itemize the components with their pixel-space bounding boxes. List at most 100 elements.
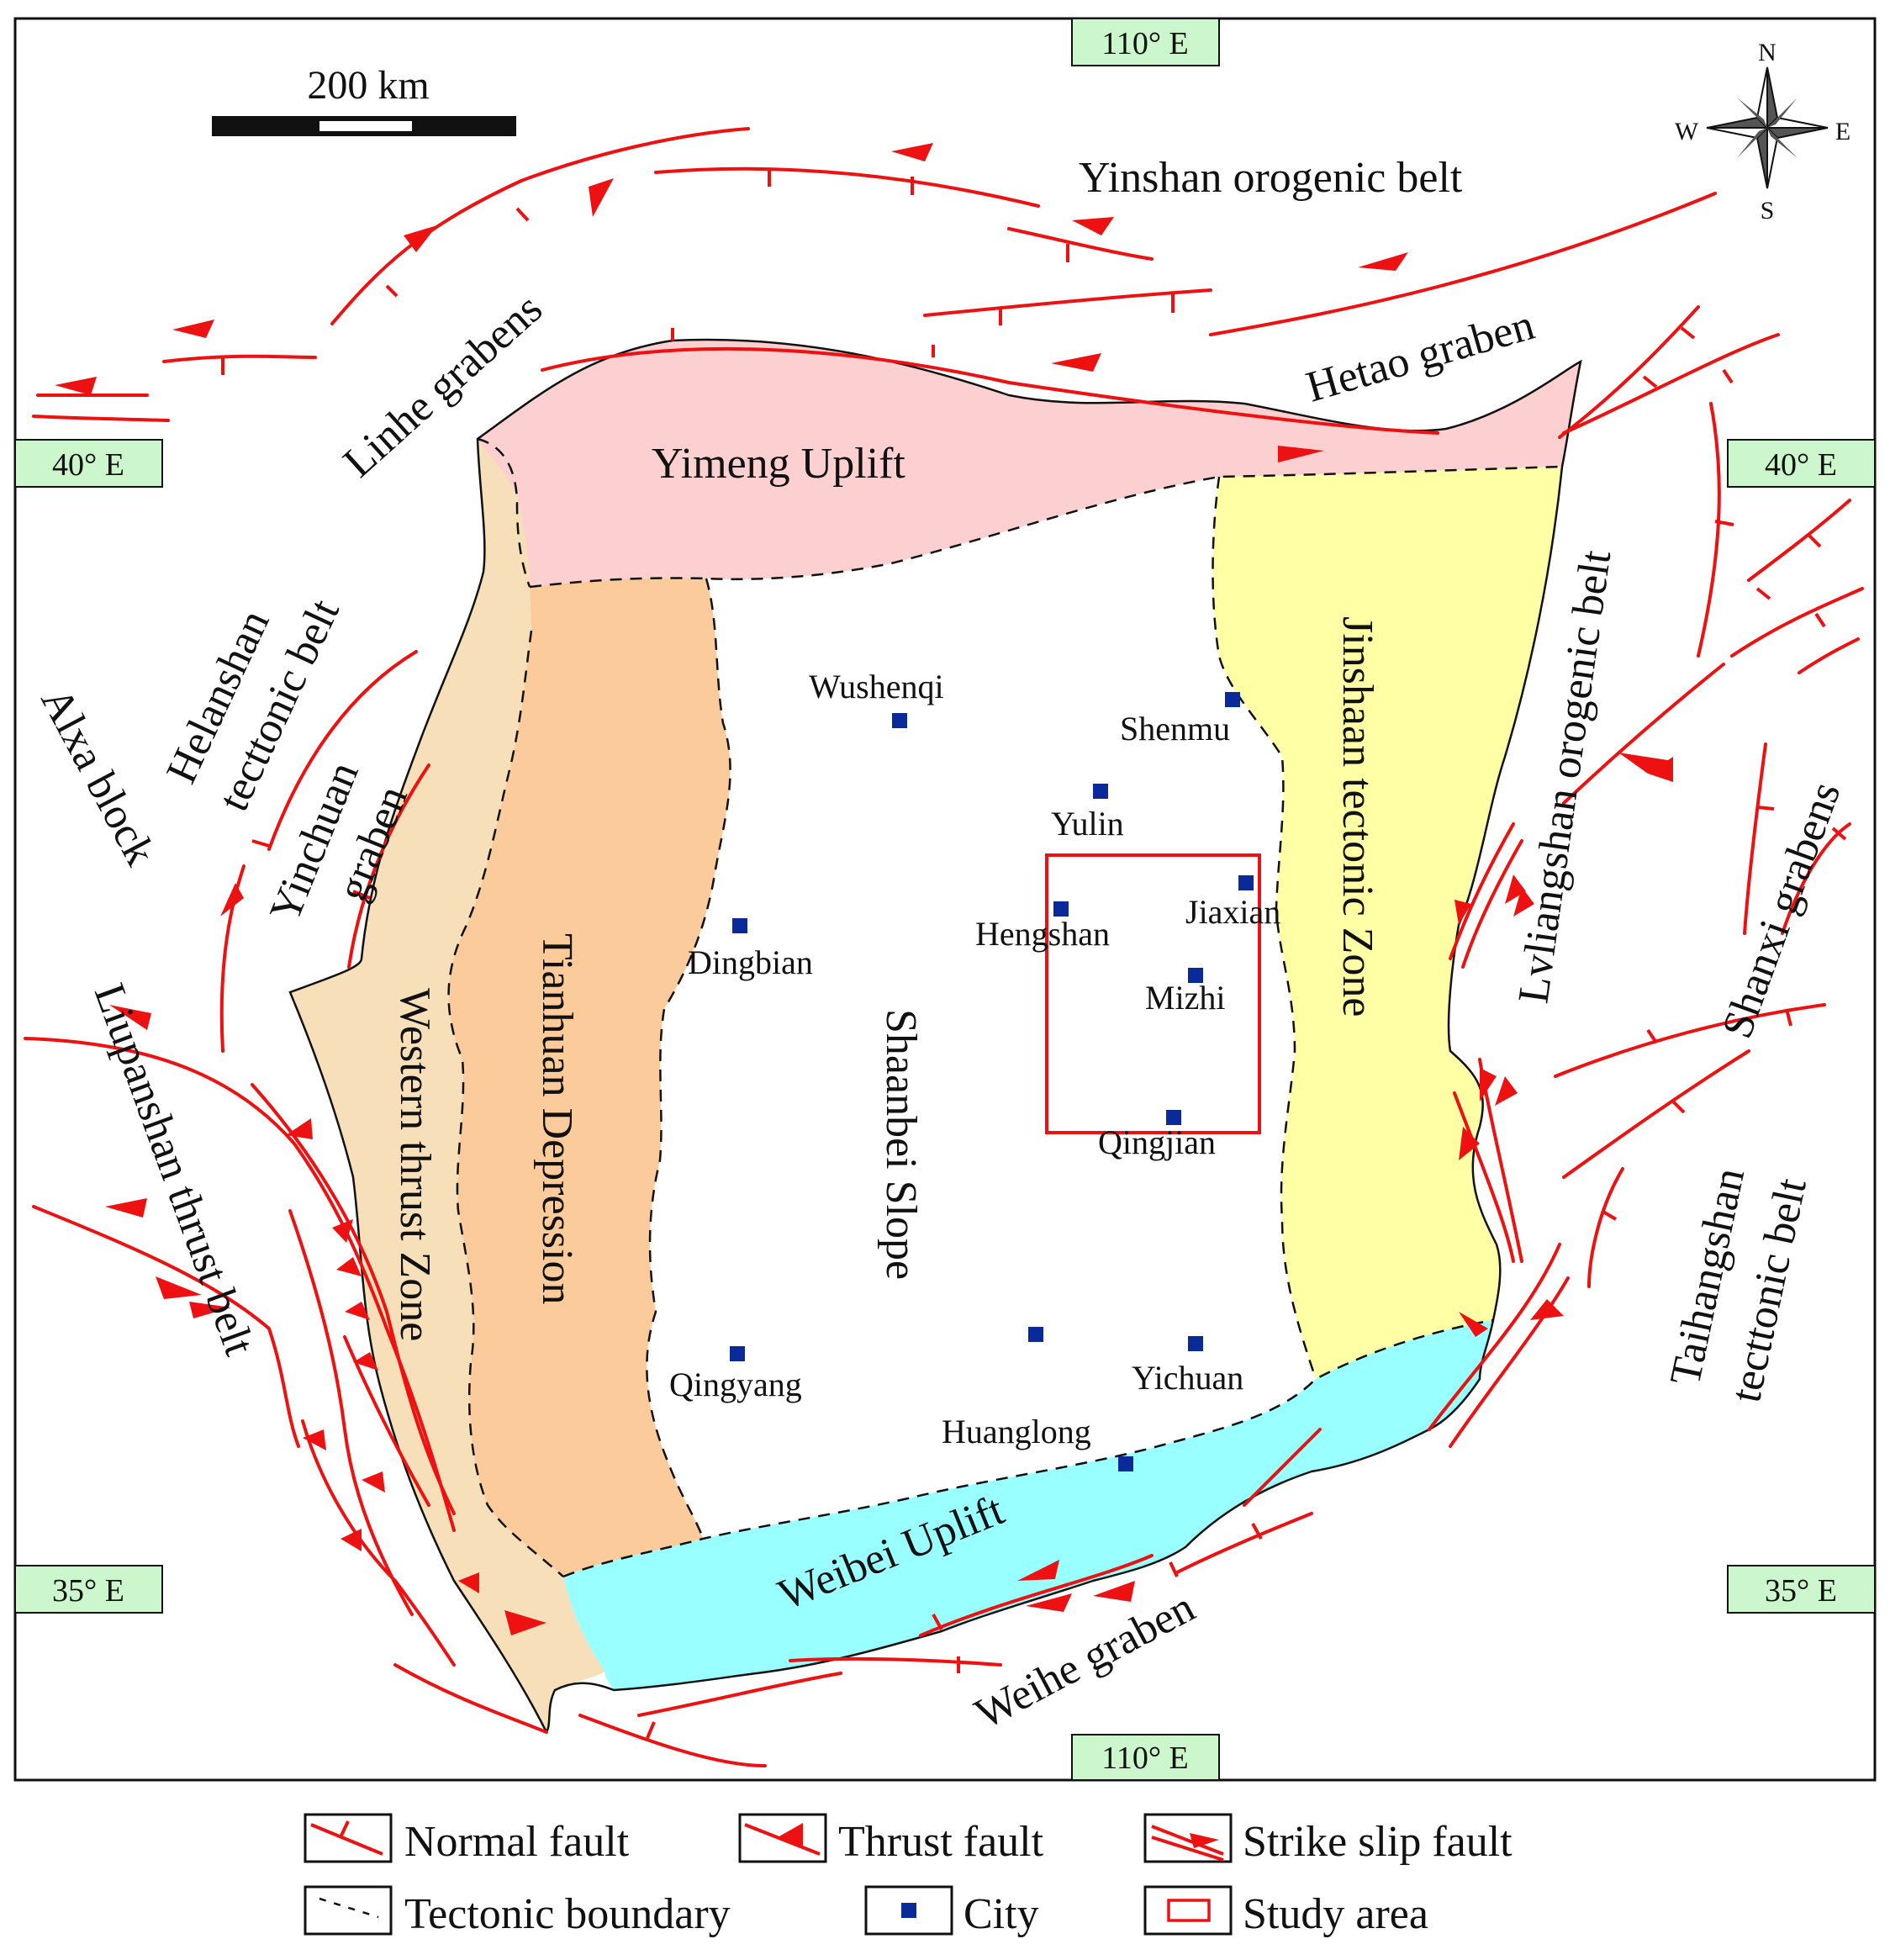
fault-weihe-5 [1175,1512,1313,1574]
city-marker-qingjian [1166,1110,1181,1125]
western-thrust-zone-region [290,439,605,1732]
fault-liupan-6 [393,1663,548,1734]
label-jinshaan: Jinshaan tectonic Zone [1333,616,1381,1017]
fault-linhe-1 [330,127,750,325]
thrust-arrows [55,143,1673,1635]
fault-yinshan-2 [1007,227,1154,261]
city-label-hengshan: Hengshan [975,915,1110,953]
yimeng-uplift-region [478,340,1581,587]
fault-linhe-2 [162,354,317,363]
label-tianhuan: Tianhuan Depression [533,933,581,1305]
city-label-huanglong: Huanglong [942,1413,1091,1450]
legend-study: Study area [1243,1890,1428,1938]
fault-taihang-2 [1587,1167,1624,1288]
city-label-mizhi: Mizhi [1145,979,1226,1017]
city-label-shenmu: Shenmu [1120,710,1230,748]
fault-liupan-7 [343,1335,430,1507]
fault-linhe-4 [32,415,170,422]
fault-strike-6 [1449,1276,1570,1448]
fault-weihe-2 [637,1672,842,1717]
city-label-wushenqi: Wushenqi [809,668,944,705]
fault-helan-1 [267,650,418,851]
city-marker-huanglong [1118,1456,1133,1471]
fault-shanxi-1 [1743,742,1767,935]
label-shaanbei: Shaanbei Slope [877,1009,925,1280]
normal-fault-ticks [221,168,1847,1739]
compass-rose: N S E W [1675,39,1850,225]
fault-lvliang-4 [1798,637,1860,674]
compass-n: N [1758,39,1776,66]
city-label-qingjian: Qingjian [1098,1123,1216,1161]
fault-yinshan-1 [654,166,1040,208]
city-label-yichuan: Yichuan [1132,1359,1243,1397]
jinshaan-zone-region [1212,467,1562,1379]
fault-weihe-4 [919,1554,1154,1637]
city-marker-yichuan [1188,1336,1203,1351]
fault-lvliang-2 [1747,499,1851,582]
city-marker-qingyang [730,1346,745,1361]
scale-bar: 200 km [212,63,516,136]
tectonic-boundary-jinshaan-west [1212,476,1317,1380]
coord-bottom: 110° E [1101,1741,1189,1776]
legend-tectonic: Tectonic boundary [404,1890,731,1938]
city-marker-huanglong-nw [1028,1327,1043,1342]
basin-outer-boundary [288,338,1582,1735]
fault-hetao-east-2 [1562,333,1780,435]
legend-strike: Strike slip fault [1243,1818,1513,1866]
tianhuan-depression-region [448,578,731,1577]
fault-lvliang-1 [1697,402,1721,658]
fault-hetao-top [541,346,1439,435]
fault-helan-2 [219,864,245,1053]
legend-normal: Normal fault [404,1818,630,1866]
fault-weihe-1 [578,1714,767,1767]
city-marker-mizhi [1188,968,1203,983]
city-label-jiaxian: Jiaxian [1185,893,1280,931]
label-western: Western thrust Zone [391,988,439,1341]
legend-city: City [963,1890,1039,1938]
city-marker-wushenqi [892,713,907,728]
legend-thrust: Thrust fault [838,1818,1044,1866]
scale-bar-label: 200 km [307,63,429,108]
coord-top: 110° E [1101,26,1189,61]
compass-w: W [1675,118,1699,145]
coord-right-35: 35° E [1765,1573,1837,1609]
city-markers [730,692,1254,1471]
fault-taihang-1 [1562,1049,1750,1179]
coord-right-40: 40° E [1765,447,1837,483]
tectonic-boundary-west-inner [477,437,531,588]
city-label-dingbian: Dingbian [688,943,813,981]
weibei-uplift-region [563,1320,1493,1690]
fault-liupan-3 [288,1209,414,1616]
coord-left-35: 35° E [52,1573,124,1609]
label-yimeng: Yimeng Uplift [652,440,905,488]
fault-lvliang-3 [1730,587,1864,658]
city-marker-shenmu [1225,692,1240,707]
fault-weihe-6 [1243,1428,1322,1507]
fault-liupan-4 [32,1205,300,1448]
fault-weihe-3 [789,1656,1002,1667]
fault-liupan-5 [301,1419,456,1667]
fault-lvliang-5 [1562,663,1725,805]
compass-e: E [1835,118,1850,145]
city-marker-dingbian [732,918,747,933]
fault-liupan-2 [251,1083,456,1515]
city-label-yulin: Yulin [1051,805,1124,843]
fault-liupan-1 [24,1037,456,1532]
fault-strike-5 [1428,1243,1561,1431]
label-yinshan: Yinshan orogenic belt [1079,154,1463,202]
city-marker-jiaxian [1238,875,1254,890]
city-label-qingyang: Qingyang [669,1366,802,1403]
fault-hetao-east-1 [1558,305,1700,439]
fault-yinshan-3 [923,288,1212,317]
fault-strike-1 [1449,822,1515,960]
legend: Normal fault Thrust fault Strike slip fa… [304,1813,1513,1938]
coord-left-40: 40° E [52,447,124,483]
tectonic-boundary-tianhuan-west [447,630,564,1577]
fault-strike-4 [1453,1091,1515,1263]
fault-yinshan-4 [1209,192,1717,336]
city-labels: Wushenqi Shenmu Yulin Jiaxian Hengshan M… [669,668,1280,1450]
city-marker-yulin [1093,784,1108,799]
fault-yinchuan [347,763,430,969]
study-area-rect [1045,853,1261,1134]
